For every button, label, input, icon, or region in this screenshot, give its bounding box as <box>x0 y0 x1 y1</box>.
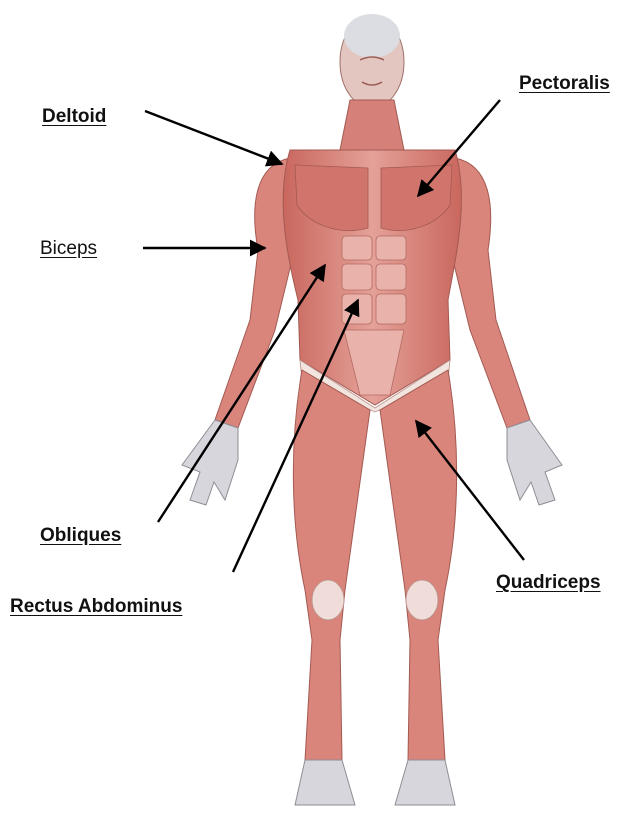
left-leg <box>293 370 370 805</box>
right-leg <box>380 370 457 805</box>
quadriceps-label: Quadriceps <box>496 572 601 594</box>
obliques-label: Obliques <box>40 525 121 547</box>
head <box>340 14 404 108</box>
pectoralis-label: Pectoralis <box>519 73 610 95</box>
left-arm <box>182 158 292 505</box>
neck <box>340 100 404 150</box>
rectus-abdominus-label: Rectus Abdominus <box>10 596 182 618</box>
deltoid-arrow-icon <box>145 111 282 164</box>
right-arm <box>453 158 562 505</box>
biceps-label: Biceps <box>40 238 97 260</box>
deltoid-label: Deltoid <box>42 106 106 128</box>
